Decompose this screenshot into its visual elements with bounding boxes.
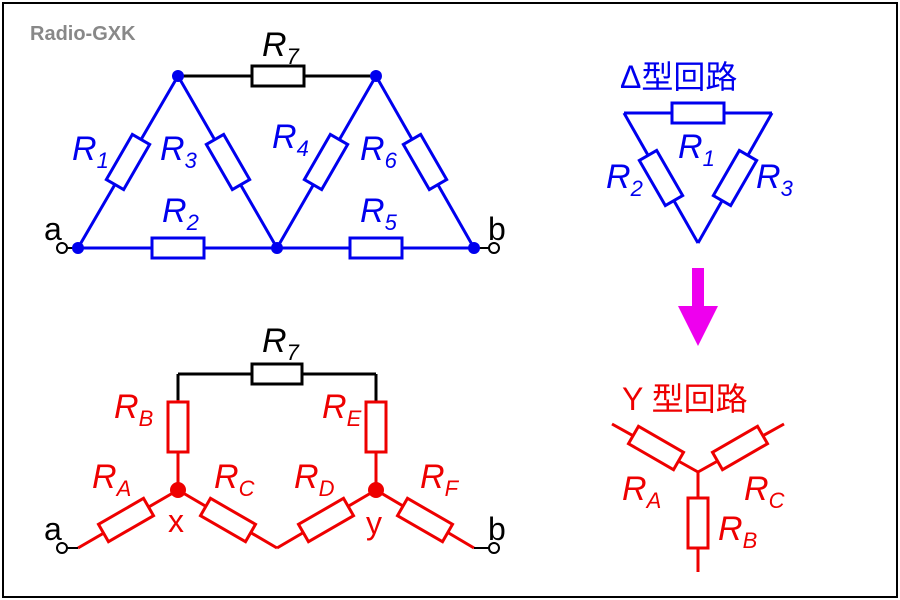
delta-r2-label: R2 bbox=[606, 158, 643, 201]
bottom-re-resistor bbox=[364, 400, 388, 454]
wye-rc-resistor bbox=[710, 424, 770, 472]
top-terminal-a bbox=[56, 242, 68, 254]
bottom-ra-label: RA bbox=[92, 458, 131, 501]
top-network bbox=[56, 64, 500, 260]
top-r1-resistor bbox=[104, 132, 152, 192]
bottom-r7-branch bbox=[176, 362, 378, 402]
top-nodes bbox=[72, 70, 480, 254]
wye-rb-resistor bbox=[686, 496, 710, 550]
watermark: Radio-GXK bbox=[30, 23, 136, 45]
delta-r2-resistor bbox=[637, 148, 685, 208]
top-r6-label: R6 bbox=[360, 130, 398, 173]
bottom-r7-label: R7 bbox=[262, 322, 300, 365]
top-node-apex-left bbox=[172, 70, 184, 82]
top-node-apex-right bbox=[370, 70, 382, 82]
bottom-diagonals bbox=[77, 488, 475, 550]
delta-r1-resistor bbox=[670, 101, 726, 125]
bottom-terminal-a bbox=[56, 542, 68, 554]
bottom-ra-resistor bbox=[96, 496, 156, 544]
delta-title: Δ型回路 bbox=[620, 59, 737, 95]
delta-r3-label: R3 bbox=[756, 158, 794, 201]
bottom-rc-label: RC bbox=[214, 458, 255, 501]
bottom-vertical-resistors bbox=[166, 400, 388, 490]
top-r1-label: R1 bbox=[72, 130, 109, 173]
bottom-node-a-label: a bbox=[44, 511, 62, 547]
bottom-network bbox=[56, 362, 500, 554]
wye-rb-label: RB bbox=[718, 510, 757, 553]
top-r4-resistor bbox=[302, 132, 350, 192]
top-r2-label: R2 bbox=[162, 192, 199, 235]
top-node-right bbox=[468, 242, 480, 254]
bottom-rd-label: RD bbox=[294, 458, 335, 501]
bottom-terminal-b bbox=[488, 542, 500, 554]
top-node-a-label: a bbox=[44, 211, 62, 247]
wye-circuit bbox=[611, 422, 785, 572]
top-bottom-rail bbox=[62, 236, 490, 260]
top-r6-resistor bbox=[401, 132, 449, 192]
bottom-node-y bbox=[368, 482, 384, 498]
bottom-rb-label: RB bbox=[114, 388, 153, 431]
top-node-b-label: b bbox=[488, 211, 506, 247]
bottom-rd-resistor bbox=[296, 496, 356, 544]
bottom-rb-resistor bbox=[166, 400, 190, 454]
top-r5-label: R5 bbox=[360, 192, 398, 235]
bottom-node-b-label: b bbox=[488, 511, 506, 547]
bottom-rf-label: RF bbox=[420, 458, 460, 501]
wye-ra-resistor bbox=[626, 424, 686, 472]
top-r7-resistor bbox=[250, 64, 306, 88]
top-r3-resistor bbox=[204, 132, 252, 192]
bottom-node-y-label: y bbox=[366, 505, 382, 541]
bottom-re-label: RE bbox=[322, 388, 362, 431]
delta-r3-resistor bbox=[711, 148, 759, 208]
top-r5-resistor bbox=[348, 236, 404, 260]
top-r3-label: R3 bbox=[160, 130, 198, 173]
bottom-node-x bbox=[170, 482, 186, 498]
top-r7-label: R7 bbox=[262, 26, 300, 69]
top-r2-resistor bbox=[150, 236, 206, 260]
wye-title: Y 型回路 bbox=[622, 381, 748, 417]
bottom-rf-resistor bbox=[395, 496, 455, 544]
delta-r1-label: R1 bbox=[678, 128, 715, 171]
delta-circuit bbox=[622, 101, 774, 244]
top-terminal-b bbox=[488, 242, 500, 254]
wye-ra-label: RA bbox=[622, 470, 661, 513]
transform-arrow bbox=[678, 268, 718, 346]
top-node-left bbox=[72, 242, 84, 254]
bottom-node-x-label: x bbox=[168, 503, 184, 539]
top-node-center bbox=[271, 242, 283, 254]
wye-rc-label: RC bbox=[744, 470, 785, 513]
top-diagonals bbox=[76, 75, 476, 249]
bottom-r7-resistor bbox=[250, 362, 304, 386]
bottom-rc-resistor bbox=[198, 496, 258, 544]
top-r4-label: R4 bbox=[272, 118, 309, 161]
top-r7-branch bbox=[178, 64, 376, 88]
